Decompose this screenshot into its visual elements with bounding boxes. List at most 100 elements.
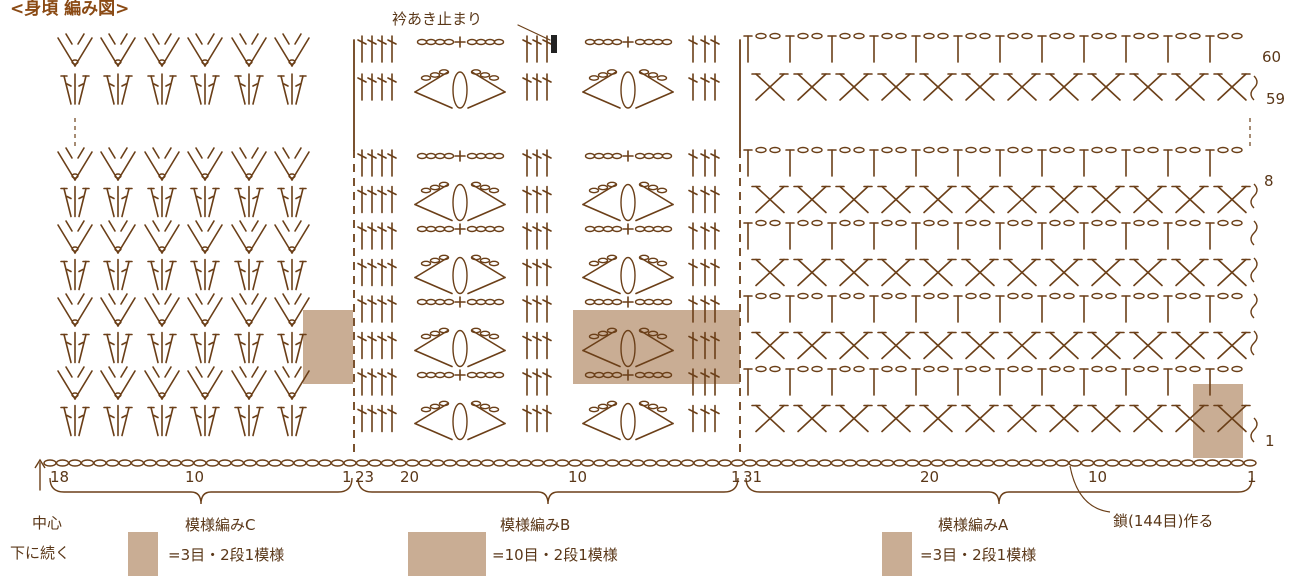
b-fan-left: [582, 71, 617, 93]
a-cross: [1049, 258, 1079, 287]
c-shell-base: [201, 173, 209, 179]
foundation-chain-stitch: [180, 459, 195, 467]
a-cross: [965, 258, 995, 287]
a-chain: [1189, 32, 1201, 40]
c-cluster-tick: [109, 414, 115, 419]
b-fan-chain: [656, 406, 668, 413]
c-cluster-tick: [208, 414, 214, 419]
c-cluster-tick: [283, 268, 289, 273]
foundation-chain-stitch: [1155, 459, 1170, 467]
b-treble-tick: [387, 408, 397, 415]
b-treble-tick: [357, 299, 367, 305]
a-chain: [1133, 219, 1145, 227]
b-treble-tick: [710, 226, 720, 232]
c-cluster-tick: [78, 341, 84, 346]
c-cluster-stitch: [208, 260, 217, 291]
a-chain: [1049, 292, 1061, 300]
b-chain: [466, 371, 478, 379]
stitch-count-b-23: 23: [355, 468, 375, 486]
foundation-chain-stitch: [355, 459, 370, 467]
b-treble-tick: [387, 226, 397, 232]
c-shell-tick: [251, 366, 259, 378]
a-cross: [881, 331, 911, 360]
c-cluster-tick: [165, 83, 171, 87]
b-treble-tick: [700, 372, 710, 378]
c-cluster-tick: [283, 83, 289, 87]
b-chain: [602, 38, 614, 46]
a-chain: [965, 32, 977, 40]
c-cluster-tick: [153, 83, 159, 87]
a-chain: [937, 365, 949, 373]
c-shell-base: [71, 246, 79, 252]
b-chain: [475, 371, 487, 379]
c-cluster-stitch: [237, 260, 246, 291]
c-cluster-tick: [121, 268, 127, 273]
c-cluster-tick: [66, 195, 72, 200]
c-shell-tick: [239, 366, 247, 378]
b-fan-right: [639, 402, 674, 425]
a-cross: [797, 404, 827, 433]
foundation-chain-stitch: [705, 459, 720, 467]
a-chain: [1049, 219, 1061, 227]
a-chain: [1091, 365, 1103, 373]
b-fan-right: [639, 256, 674, 279]
a-chain: [797, 292, 809, 300]
a-chain: [1147, 32, 1159, 40]
foundation-chain-stitch: [918, 459, 932, 467]
pattern-b-highlight: [573, 310, 740, 384]
foundation-chain-stitch: [1018, 459, 1032, 467]
c-cluster-stitch: [252, 406, 261, 437]
foundation-chain-stitch: [243, 459, 257, 467]
b-chain: [584, 298, 596, 306]
c-shell-tick: [239, 33, 247, 45]
b-fan-lower-right: [635, 203, 674, 222]
pattern-a-desc: =3目・2段1模様: [920, 546, 1037, 564]
a-chain: [1007, 32, 1019, 40]
b-fan-center: [620, 402, 636, 441]
c-cluster-tick: [240, 268, 246, 273]
a-cross: [1049, 73, 1079, 101]
pattern-c-brace: [49, 477, 353, 505]
b-chain: [484, 152, 496, 160]
b-fan-chain: [488, 260, 500, 267]
b-treble-tick: [522, 226, 532, 232]
b-fan-center: [620, 329, 636, 368]
b-chain: [661, 225, 673, 233]
a-cross: [755, 404, 785, 433]
a-cross: [1175, 404, 1205, 433]
c-cluster-stitch: [106, 333, 115, 364]
b-fan-center: [452, 329, 468, 368]
a-cross: [839, 404, 869, 433]
foundation-chain-stitch: [80, 459, 95, 467]
a-chain: [839, 32, 851, 40]
foundation-chain-stitch: [730, 459, 745, 467]
b-fan-chain: [606, 254, 618, 261]
b-fan-right: [639, 71, 674, 93]
b-fan-lower-right: [467, 91, 506, 109]
a-chain: [923, 365, 935, 373]
c-cluster-stitch: [280, 260, 289, 291]
c-cluster-stitch: [106, 75, 115, 105]
foundation-chain-stitch: [305, 459, 320, 467]
a-cross: [1007, 404, 1037, 433]
a-chain: [965, 365, 977, 373]
b-fan-chain: [488, 333, 500, 340]
foundation-chain-stitch: [793, 459, 807, 467]
b-treble-tick: [542, 262, 552, 269]
b-treble-tick: [522, 77, 532, 83]
b-chain: [634, 225, 646, 233]
c-cluster-tick: [66, 414, 72, 419]
foundation-chain-stitch: [893, 459, 907, 467]
c-cluster-stitch: [121, 75, 130, 105]
b-treble-tick: [532, 408, 542, 415]
b-chain: [602, 152, 614, 160]
turning-chain-icon: [1250, 330, 1258, 356]
c-shell-tick: [239, 220, 247, 232]
b-fan-chain: [438, 400, 450, 407]
c-shell-base: [288, 392, 296, 398]
b-fan-chain: [438, 181, 450, 188]
c-shell-tick: [294, 293, 302, 305]
c-cluster-stitch: [295, 406, 304, 437]
a-cross: [923, 404, 953, 433]
foundation-chain-stitch: [1205, 459, 1220, 467]
